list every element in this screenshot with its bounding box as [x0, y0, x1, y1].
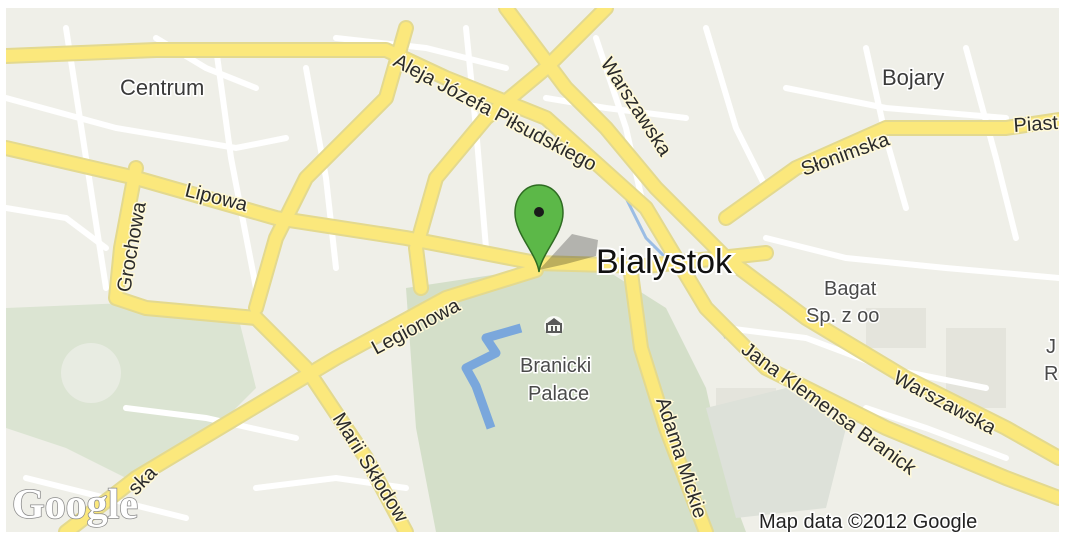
poi-label-branicki-line2: Palace	[528, 383, 589, 405]
poi-label-branicki-line1: Branicki	[520, 355, 591, 377]
city-label: Bialystok	[596, 243, 733, 281]
place-label-bojary: Bojary	[882, 65, 944, 90]
museum-icon[interactable]	[544, 316, 564, 336]
minor-streets	[6, 25, 1059, 521]
place-label-partial-right-2: R	[1044, 363, 1058, 385]
street-label-piast: Piast	[1013, 112, 1059, 137]
map-attribution: Map data ©2012 Google	[759, 511, 977, 532]
place-label-bagat-line1: Bagat	[824, 278, 877, 300]
place-label-partial-right-1: J	[1046, 336, 1056, 358]
map-viewport[interactable]: Aleja Józefa Piłsudskiego Warszawska Sło…	[6, 8, 1059, 532]
map-pin-shadow	[539, 234, 598, 270]
google-logo[interactable]: Google	[11, 481, 138, 529]
major-roads	[6, 8, 1059, 532]
place-label-centrum: Centrum	[120, 75, 204, 100]
place-label-bagat-line2: Sp. z oo	[806, 305, 879, 327]
park-canal	[461, 323, 523, 430]
map-pin-icon[interactable]	[514, 184, 564, 273]
